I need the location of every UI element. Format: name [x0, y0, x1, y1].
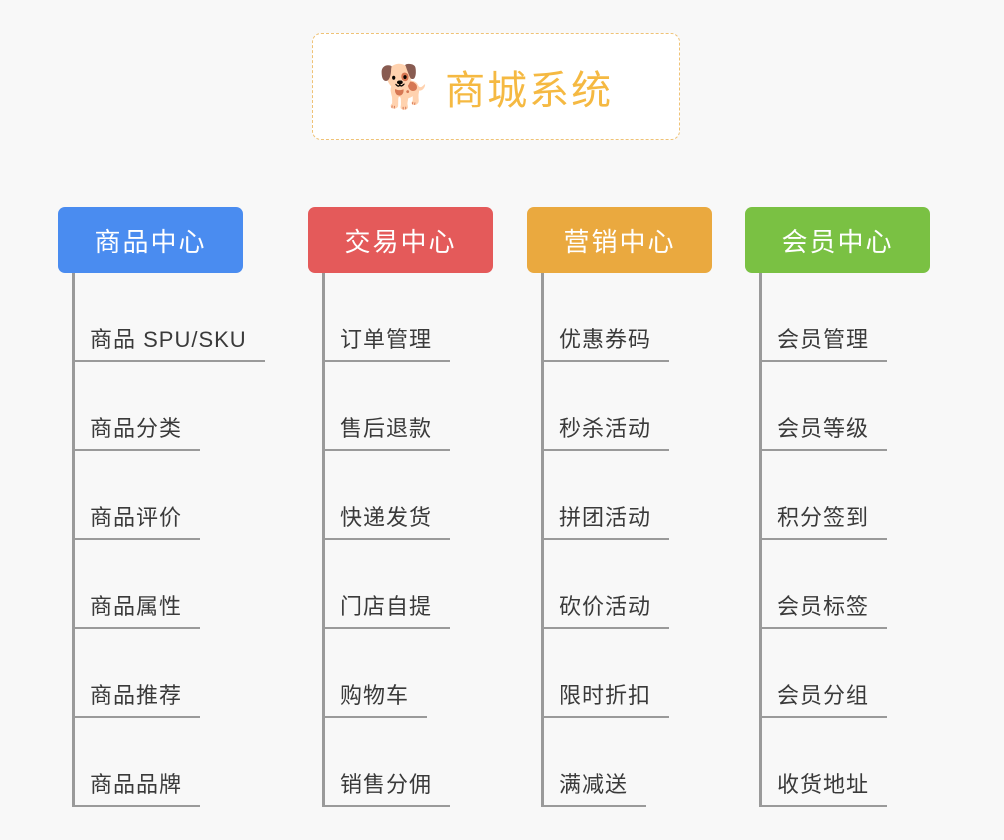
leaf-item-label: 砍价活动 — [541, 589, 670, 629]
leaf-item-list-3: 优惠券码秒杀活动拼团活动砍价活动限时折扣满减送 — [527, 273, 712, 807]
category-column-1: 商品中心商品 SPU/SKU 商品分类商品评价商品属性商品推荐商品品牌 — [58, 207, 265, 807]
leaf-item-label: 会员标签 — [759, 589, 888, 629]
leaf-item[interactable]: 售后退款 — [322, 362, 451, 451]
category-column-4: 会员中心会员管理会员等级积分签到会员标签会员分组收货地址 — [745, 207, 930, 807]
leaf-item-list-2: 订单管理售后退款快递发货门店自提购物车销售分佣 — [308, 273, 493, 807]
leaf-item[interactable]: 满减送 — [541, 718, 647, 807]
leaf-item[interactable]: 销售分佣 — [322, 718, 451, 807]
category-header-3[interactable]: 营销中心 — [527, 207, 712, 273]
leaf-item-label: 收货地址 — [759, 767, 888, 807]
leaf-item-label: 秒杀活动 — [541, 411, 670, 451]
leaf-item[interactable]: 订单管理 — [322, 273, 451, 362]
trunk-line-4 — [759, 273, 762, 807]
trunk-line-1 — [72, 273, 75, 807]
leaf-item[interactable]: 购物车 — [322, 629, 428, 718]
leaf-item-label: 订单管理 — [322, 322, 451, 362]
leaf-item[interactable]: 商品分类 — [72, 362, 201, 451]
leaf-item-list-4: 会员管理会员等级积分签到会员标签会员分组收货地址 — [745, 273, 930, 807]
category-header-2[interactable]: 交易中心 — [308, 207, 493, 273]
leaf-item-label: 售后退款 — [322, 411, 451, 451]
shiba-dog-face-icon: 🐕 — [378, 62, 432, 110]
trunk-line-3 — [541, 273, 544, 807]
leaf-item-list-1: 商品 SPU/SKU 商品分类商品评价商品属性商品推荐商品品牌 — [58, 273, 265, 807]
category-column-3: 营销中心优惠券码秒杀活动拼团活动砍价活动限时折扣满减送 — [527, 207, 712, 807]
category-label: 商品中心 — [94, 226, 207, 257]
leaf-item[interactable]: 快递发货 — [322, 451, 451, 540]
leaf-item[interactable]: 会员管理 — [759, 273, 888, 362]
category-label: 营销中心 — [563, 226, 676, 257]
leaf-item-label: 商品 SPU/SKU — [72, 322, 265, 362]
leaf-item[interactable]: 限时折扣 — [541, 629, 670, 718]
category-header-4[interactable]: 会员中心 — [745, 207, 930, 273]
leaf-item[interactable]: 商品 SPU/SKU — [72, 273, 265, 362]
trunk-line-2 — [322, 273, 325, 807]
leaf-item-label: 会员分组 — [759, 678, 888, 718]
leaf-item[interactable]: 会员标签 — [759, 540, 888, 629]
leaf-item[interactable]: 拼团活动 — [541, 451, 670, 540]
leaf-item[interactable]: 会员分组 — [759, 629, 888, 718]
leaf-item[interactable]: 优惠券码 — [541, 273, 670, 362]
leaf-item-label: 满减送 — [541, 767, 647, 807]
leaf-item-label: 商品评价 — [72, 500, 201, 540]
leaf-item-label: 优惠券码 — [541, 322, 670, 362]
leaf-item-label: 销售分佣 — [322, 767, 451, 807]
leaf-item-label: 会员等级 — [759, 411, 888, 451]
leaf-item[interactable]: 门店自提 — [322, 540, 451, 629]
leaf-item-label: 拼团活动 — [541, 500, 670, 540]
leaf-item[interactable]: 商品评价 — [72, 451, 201, 540]
leaf-item-label: 门店自提 — [322, 589, 451, 629]
leaf-item[interactable]: 会员等级 — [759, 362, 888, 451]
category-label: 交易中心 — [344, 226, 457, 257]
leaf-item[interactable]: 收货地址 — [759, 718, 888, 807]
leaf-item[interactable]: 积分签到 — [759, 451, 888, 540]
root-title: 商城系统 — [445, 68, 614, 113]
leaf-item-label: 商品推荐 — [72, 678, 201, 718]
category-label: 会员中心 — [781, 226, 894, 257]
leaf-item-label: 商品分类 — [72, 411, 201, 451]
leaf-item[interactable]: 商品属性 — [72, 540, 201, 629]
leaf-item-label: 积分签到 — [759, 500, 888, 540]
leaf-item-label: 商品品牌 — [72, 767, 201, 807]
leaf-item[interactable]: 砍价活动 — [541, 540, 670, 629]
category-header-1[interactable]: 商品中心 — [58, 207, 243, 273]
leaf-item-label: 快递发货 — [322, 500, 451, 540]
root-node[interactable]: 🐕 商城系统 — [312, 33, 680, 140]
leaf-item[interactable]: 商品品牌 — [72, 718, 201, 807]
leaf-item-label: 商品属性 — [72, 589, 201, 629]
leaf-item[interactable]: 商品推荐 — [72, 629, 201, 718]
leaf-item-label: 会员管理 — [759, 322, 888, 362]
leaf-item-label: 限时折扣 — [541, 678, 670, 718]
leaf-item[interactable]: 秒杀活动 — [541, 362, 670, 451]
leaf-item-label: 购物车 — [322, 678, 428, 718]
category-column-2: 交易中心订单管理售后退款快递发货门店自提购物车销售分佣 — [308, 207, 493, 807]
